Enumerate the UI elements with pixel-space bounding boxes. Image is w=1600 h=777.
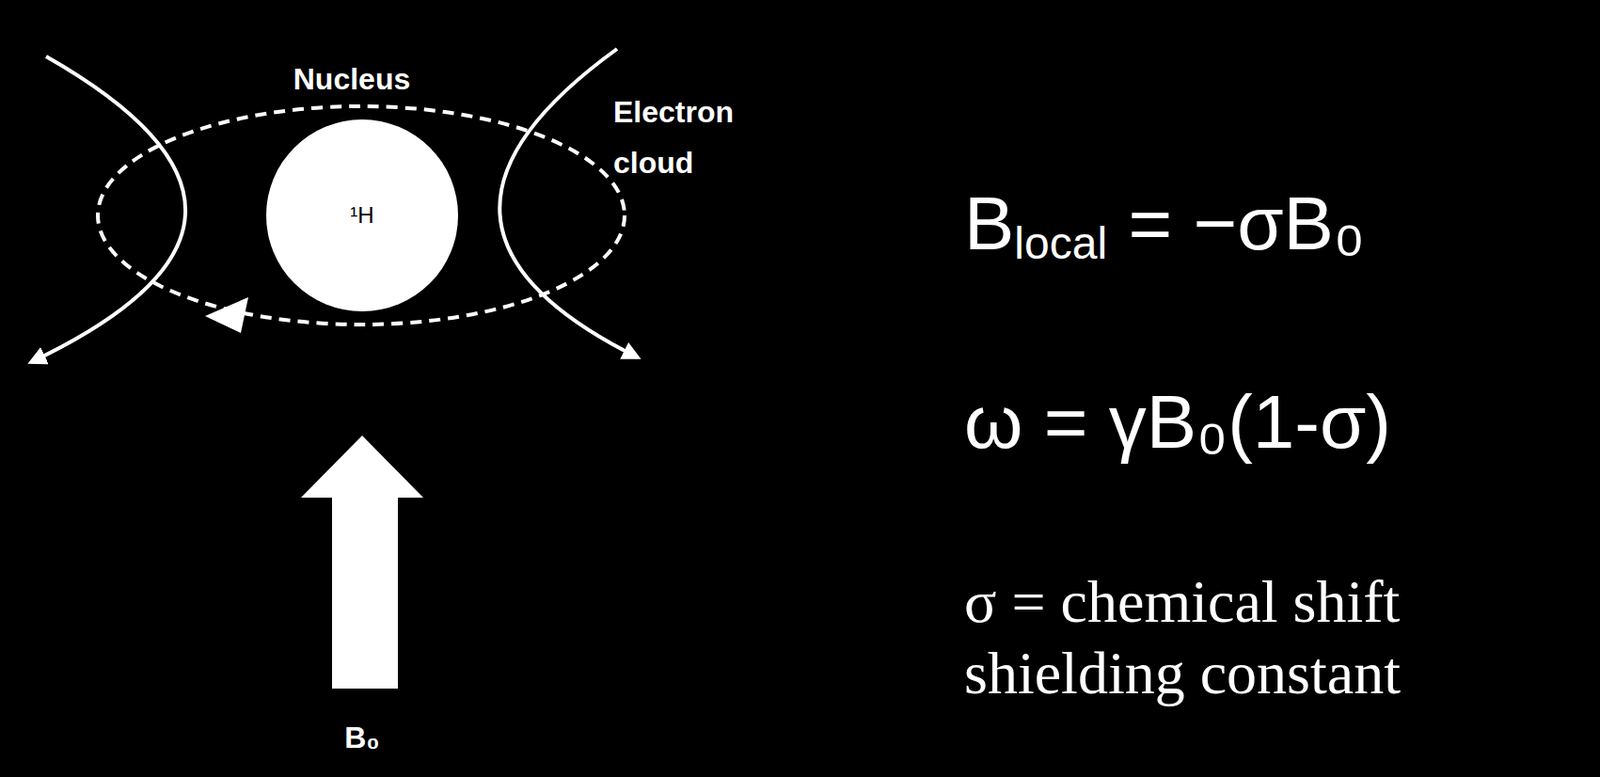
field-label: B₀ <box>344 722 381 753</box>
nucleus-circle: ¹H <box>266 119 459 312</box>
electron-cloud-caption: Electron cloud <box>613 86 778 189</box>
larmor-equation: ω = γB₀(1-σ) <box>964 384 1392 460</box>
label-text: B <box>964 181 1014 266</box>
label-text: σ = chemical shift shielding constant <box>964 568 1401 707</box>
sigma-definition: σ = chemical shift shielding constant <box>964 566 1571 710</box>
shielding-equation: Blocal= −σB₀ <box>964 186 1365 267</box>
label-text: Nucleus <box>293 62 411 96</box>
field-line <box>31 56 186 363</box>
electron-orbit <box>97 106 625 325</box>
nucleus-caption: Nucleus <box>293 63 411 95</box>
nucleus-label: ¹H <box>349 202 374 229</box>
subscript: local <box>1013 218 1108 269</box>
label-text: B₀ <box>344 720 381 755</box>
field-arrow <box>300 435 424 689</box>
label-text: = −σB₀ <box>1127 181 1365 266</box>
label-text: Electron cloud <box>613 95 734 180</box>
label-text: ω = γB₀(1-σ) <box>964 380 1392 464</box>
orbit-arrowhead <box>205 297 249 333</box>
